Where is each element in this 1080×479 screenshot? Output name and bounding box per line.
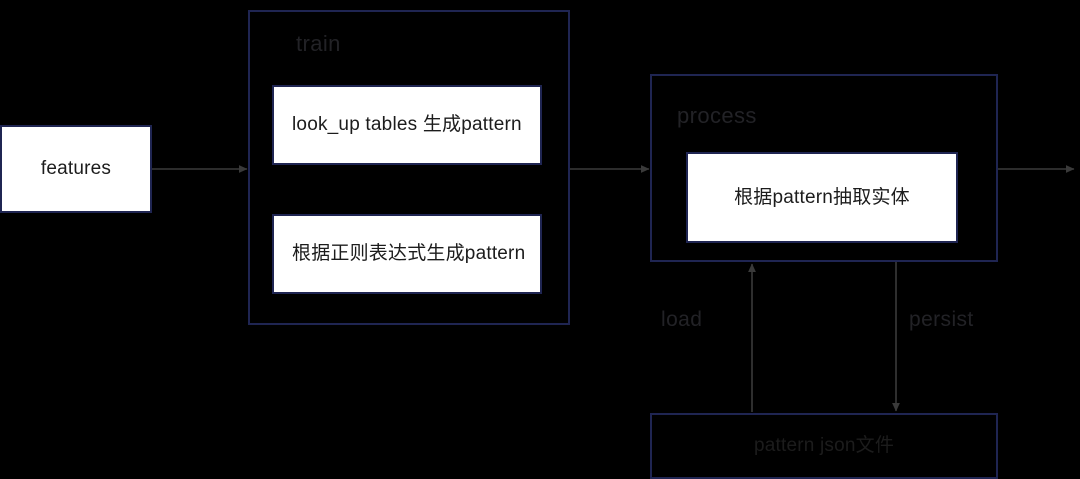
- node-pattern-json-file[interactable]: pattern json文件: [650, 413, 998, 479]
- node-train-step-1-label: look_up tables 生成pattern: [292, 114, 522, 136]
- container-train-title: train: [296, 31, 341, 56]
- node-features-label: features: [40, 158, 112, 180]
- edge-label-persist: persist: [909, 308, 974, 331]
- node-process-step-1[interactable]: 根据pattern抽取实体: [686, 152, 958, 243]
- container-process-title: process: [677, 103, 757, 128]
- container-train[interactable]: [248, 10, 570, 325]
- node-process-step-1-label: 根据pattern抽取实体: [734, 186, 910, 208]
- node-train-step-2-label: 根据正则表达式生成pattern: [292, 243, 526, 265]
- edge-label-load: load: [661, 308, 703, 331]
- node-pattern-json-file-label: pattern json文件: [753, 435, 895, 457]
- node-features[interactable]: features: [0, 125, 152, 213]
- node-train-step-2[interactable]: 根据正则表达式生成pattern: [272, 214, 542, 294]
- node-train-step-1[interactable]: look_up tables 生成pattern: [272, 85, 542, 165]
- container-process[interactable]: [650, 74, 998, 262]
